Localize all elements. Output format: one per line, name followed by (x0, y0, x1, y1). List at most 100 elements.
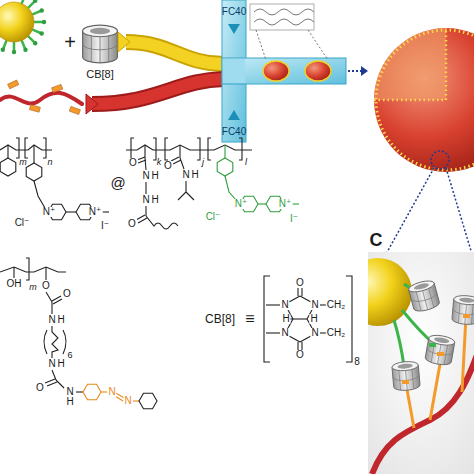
cb8-structure (297, 288, 298, 296)
azobenzene-polymer-structure (56, 380, 64, 388)
azobenzene-polymer-structure (115, 396, 123, 401)
panel-letter: C (370, 231, 383, 249)
viologen-polymer-structure (33, 145, 34, 163)
pnipam-microgel-structure (153, 138, 156, 160)
viologen-polymer-structure (7, 145, 8, 158)
viologen-polymer-structure (0, 158, 16, 176)
ternary-complex-illustration (368, 252, 474, 474)
cb8-structure (320, 332, 327, 333)
operator-symbol: + (64, 32, 76, 52)
cb8-structure (300, 296, 311, 302)
microfluidic-chip (92, 79, 224, 104)
atom-symbol: OH (6, 279, 23, 289)
viologen-polymer-structure (25, 138, 28, 158)
cb8-structure (293, 318, 307, 319)
ternary-complex-illustration (452, 295, 474, 326)
atom-symbol: O (128, 158, 138, 168)
repeat-index: 8 (354, 357, 360, 367)
capsule-sphere (374, 28, 446, 100)
cb8-structure (288, 310, 293, 319)
microfluidic-chip (228, 24, 240, 34)
atom-symbol: H (56, 315, 65, 325)
cb8-structure (320, 304, 327, 305)
pnipam-microgel-structure (146, 216, 178, 229)
atom-symbol: H (190, 170, 199, 180)
pnipam-microgel-structure (126, 138, 299, 229)
repeat-index: 6 (67, 351, 72, 360)
microfluidic-chip (126, 42, 224, 64)
pnipam-microgel-structure (208, 138, 211, 160)
cb8-structure (307, 310, 312, 319)
pnipam-microgel-structure (217, 158, 233, 176)
nanoparticle (23, 48, 27, 52)
viologen-polymer-structure (43, 138, 46, 158)
microfluidic-chip (86, 0, 368, 142)
atom-symbol: N (141, 195, 150, 205)
ternary-complex-illustration (463, 314, 470, 318)
pnipam-microgel-structure (138, 218, 147, 223)
pnipam-microgel-structure (225, 176, 236, 200)
atom-symbol: H (309, 314, 318, 324)
atom-symbol: H (56, 359, 65, 369)
microfluidic-chip (256, 30, 266, 60)
viologen-polymer-structure (26, 163, 42, 181)
ternary-complex-illustration (462, 316, 466, 392)
azobenzene-polymer-structure (47, 382, 57, 386)
cb8-structure (289, 296, 300, 302)
azobenzene-polymer-structure (0, 258, 157, 409)
atom-symbol: N (280, 300, 289, 310)
microfluidic-chip (250, 4, 314, 30)
azo-polymer-chain (69, 106, 80, 114)
capsule-sphere (431, 151, 449, 169)
text-label: CB[8] (205, 313, 235, 325)
atom-symbol: H (65, 397, 74, 407)
cb8-structure (297, 342, 298, 350)
azo-polymer-chain (52, 84, 63, 92)
microfluidic-chip (263, 61, 289, 81)
ternary-complex-illustration (437, 352, 444, 356)
microfluidic-chip (361, 66, 368, 76)
atom-symbol: Cl⁻ (14, 218, 31, 228)
nanoparticle (40, 31, 44, 35)
pnipam-microgel-structure (180, 158, 184, 169)
cb8-structure (301, 342, 302, 350)
operator-symbol: ≡ (245, 311, 254, 327)
pnipam-microgel-structure (239, 138, 242, 160)
capsule-sphere (446, 168, 472, 254)
atom-symbol: O (295, 350, 305, 360)
pnipam-microgel-structure (224, 145, 225, 158)
pnipam-microgel-structure (266, 196, 284, 212)
ternary-complex-illustration (402, 310, 432, 342)
atom-symbol: H (150, 171, 159, 181)
ternary-complex-illustration (430, 364, 440, 420)
viologen-polymer-structure (48, 204, 66, 220)
azobenzene-polymer-structure (133, 400, 139, 401)
atom-symbol: N (310, 300, 319, 310)
microfluidic-chip (308, 30, 328, 60)
text-label: FC40 (222, 127, 246, 137)
cb8-structure (288, 319, 293, 328)
atom-symbol: N (123, 396, 132, 406)
capsule-sphere (386, 168, 434, 254)
viologen-polymer-structure (16, 138, 19, 158)
operator-symbol: @ (110, 175, 125, 190)
microfluidic-chip (126, 42, 224, 64)
atom-symbol: N⁺ (88, 207, 103, 217)
repeat-index: j (202, 158, 204, 167)
cucurbituril-barrel (83, 25, 118, 63)
text-label: CB[8] (86, 69, 114, 80)
atom-symbol: N (280, 328, 289, 338)
nanoparticle (0, 0, 44, 52)
text-label: FC40 (222, 7, 246, 17)
viologen-polymer-structure (34, 181, 45, 208)
microfluidic-chip (86, 94, 98, 114)
atom-symbol: O (35, 383, 45, 393)
microfluidic-chip (228, 110, 240, 120)
nanoparticle (40, 8, 44, 12)
nanoparticle (12, 50, 16, 54)
capsule-sphere (374, 28, 474, 254)
viologen-polymer-structure (100, 211, 109, 212)
azobenzene-polymer-structure (76, 391, 83, 392)
atom-symbol: I⁻ (289, 214, 299, 224)
ternary-complex-illustration (402, 380, 409, 384)
